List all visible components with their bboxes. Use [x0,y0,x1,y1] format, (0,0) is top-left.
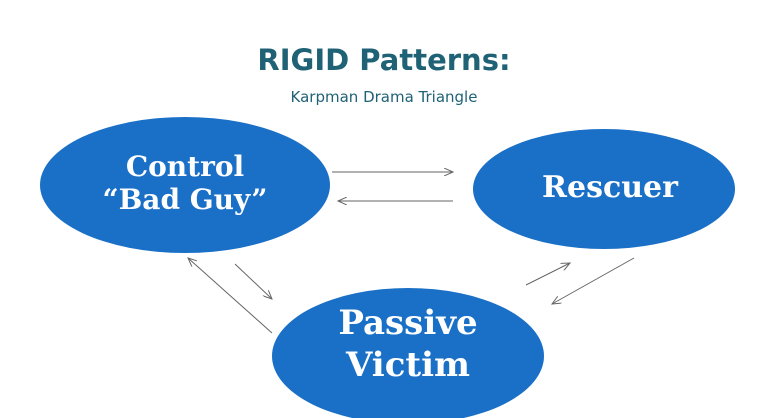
victim-label: Victim [345,345,470,385]
arrow-control-to-victim [234,263,272,299]
arrow-victim-to-control [188,258,273,334]
arrow-rescuer-to-victim [552,257,635,304]
rescuer-node: Rescuer [473,129,735,249]
control-node: Control “Bad Guy” [40,117,330,253]
arrow-victim-to-rescuer [525,263,570,286]
control-label: Control [126,150,244,183]
slide-subtitle: Karpman Drama Triangle [290,88,478,106]
passive-label: Passive [338,303,477,343]
rescuer-label: Rescuer [542,170,679,205]
victim-node: Passive Victim [272,288,544,418]
bad-guy-label: “Bad Guy” [103,183,268,216]
slide-title: RIGID Patterns: [257,43,511,77]
